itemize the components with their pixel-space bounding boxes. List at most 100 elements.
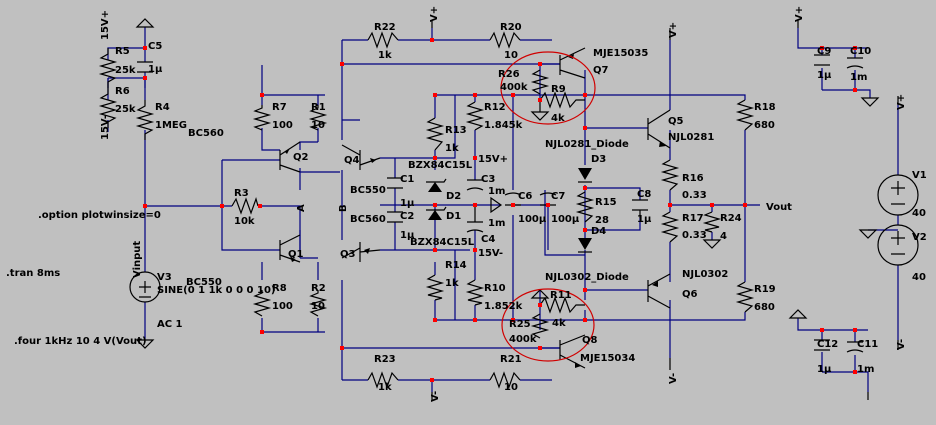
component-value: 25k (115, 65, 136, 76)
junction (143, 76, 147, 80)
junction (853, 328, 857, 332)
component-name: C10 (850, 46, 871, 57)
component-name: R5 (115, 46, 130, 57)
component-value: 10 (311, 120, 325, 131)
highlight-ring-lower (501, 288, 595, 362)
junction (538, 62, 542, 66)
junction (710, 203, 714, 207)
component-value: 1µ (400, 198, 415, 209)
component-name: D1 (446, 211, 461, 222)
component-name: R25 (509, 319, 531, 330)
resistor-r7 (252, 105, 272, 131)
junction (511, 318, 515, 322)
ground-v1v2 (858, 229, 878, 239)
component-name: R9 (551, 84, 566, 95)
junction (583, 228, 587, 232)
junction (820, 328, 824, 332)
capacitor-c3 (466, 179, 484, 191)
component-value: 1m (488, 218, 505, 229)
transistor-q6 (647, 273, 671, 309)
net-label: B (338, 204, 349, 212)
directive-tran: .tran 8ms (6, 268, 60, 279)
junction (511, 93, 515, 97)
capacitor-c10 (846, 57, 864, 69)
ground-r24 (702, 239, 722, 249)
component-value: 1µ (400, 230, 415, 241)
component-value: 680 (754, 120, 775, 131)
net-labels: 15V+ 15V- 15V+ 15V- V+ V+ V+ V+ V- V- V-… (100, 6, 907, 402)
resistor-r6 (98, 88, 118, 128)
component-name: NJL0302_Diode (545, 272, 629, 283)
junction (853, 370, 857, 374)
component-name: R10 (484, 283, 506, 294)
highlight-ring-upper (500, 51, 596, 125)
component-name: C4 (481, 234, 495, 245)
resistor-r15 (575, 191, 595, 223)
zener-d2 (426, 178, 447, 192)
component-value: 25k (115, 104, 136, 115)
diode-d4 (578, 238, 592, 253)
capacitor-c1 (387, 177, 403, 189)
component-name: Q7 (593, 65, 609, 76)
ground-r9 (530, 100, 550, 121)
junction (583, 318, 587, 322)
junction (583, 126, 587, 130)
component-value: 100µ (518, 214, 547, 225)
net-label: 15V+ (100, 10, 111, 40)
component-value: 40 (912, 208, 926, 219)
resistor-r3 (231, 197, 259, 215)
component-value: 1k (445, 278, 459, 289)
component-value: MJE15034 (580, 353, 635, 364)
capacitor-c8 (632, 199, 648, 218)
ground-v3 (135, 339, 155, 349)
component-name: R15 (595, 197, 617, 208)
component-value: 100µ (551, 214, 580, 225)
net-label: 15V- (100, 115, 111, 140)
component-name: R1 (311, 102, 326, 113)
component-name: C11 (857, 339, 878, 350)
source-v2 (877, 224, 919, 266)
resistors (98, 31, 755, 389)
net-label: V+ (896, 94, 907, 110)
junction (583, 93, 587, 97)
component-value: MJE15035 (593, 48, 648, 59)
resistor-r16 (660, 159, 680, 191)
component-value: BZX84C15L (410, 237, 475, 248)
component-value: NJL0281 (668, 132, 714, 143)
component-name: R21 (500, 354, 522, 365)
net-label: V- (896, 339, 907, 350)
ground-c9 (860, 97, 880, 107)
component-value: 10 (504, 50, 518, 61)
component-value: 4 (720, 231, 727, 242)
component-name: D3 (591, 154, 606, 165)
component-name: Q6 (682, 289, 698, 300)
junction (820, 46, 824, 50)
component-value: 1µ (148, 64, 163, 75)
diode-flag (490, 196, 503, 214)
component-value: 10 (311, 301, 325, 312)
resistor-r4 (135, 100, 155, 140)
component-name: C1 (400, 174, 414, 185)
component-value: BZX84C15L (408, 160, 473, 171)
resistor-r24 (702, 211, 722, 233)
transistor-q2 (279, 141, 301, 173)
junction (340, 346, 344, 350)
resistor-r5 (98, 48, 118, 88)
junction (511, 203, 515, 207)
component-value: BC560 (350, 214, 386, 225)
junction (473, 156, 477, 160)
resistor-r14 (425, 274, 445, 301)
component-name: C9 (817, 46, 831, 57)
component-value: 1k (378, 50, 392, 61)
component-value: SINE(0 1 1k 0 0 0 10) (157, 285, 275, 296)
resistor-r18 (735, 99, 755, 131)
component-value: 28 (595, 215, 609, 226)
resistor-r8 (252, 290, 272, 317)
component-name: C2 (400, 211, 414, 222)
component-value: 1k (378, 382, 392, 393)
component-value: 1k (445, 143, 459, 154)
component-name: R20 (500, 22, 522, 33)
zener-d1 (426, 206, 447, 220)
component-name: R19 (754, 284, 776, 295)
component-name: V2 (912, 232, 927, 243)
